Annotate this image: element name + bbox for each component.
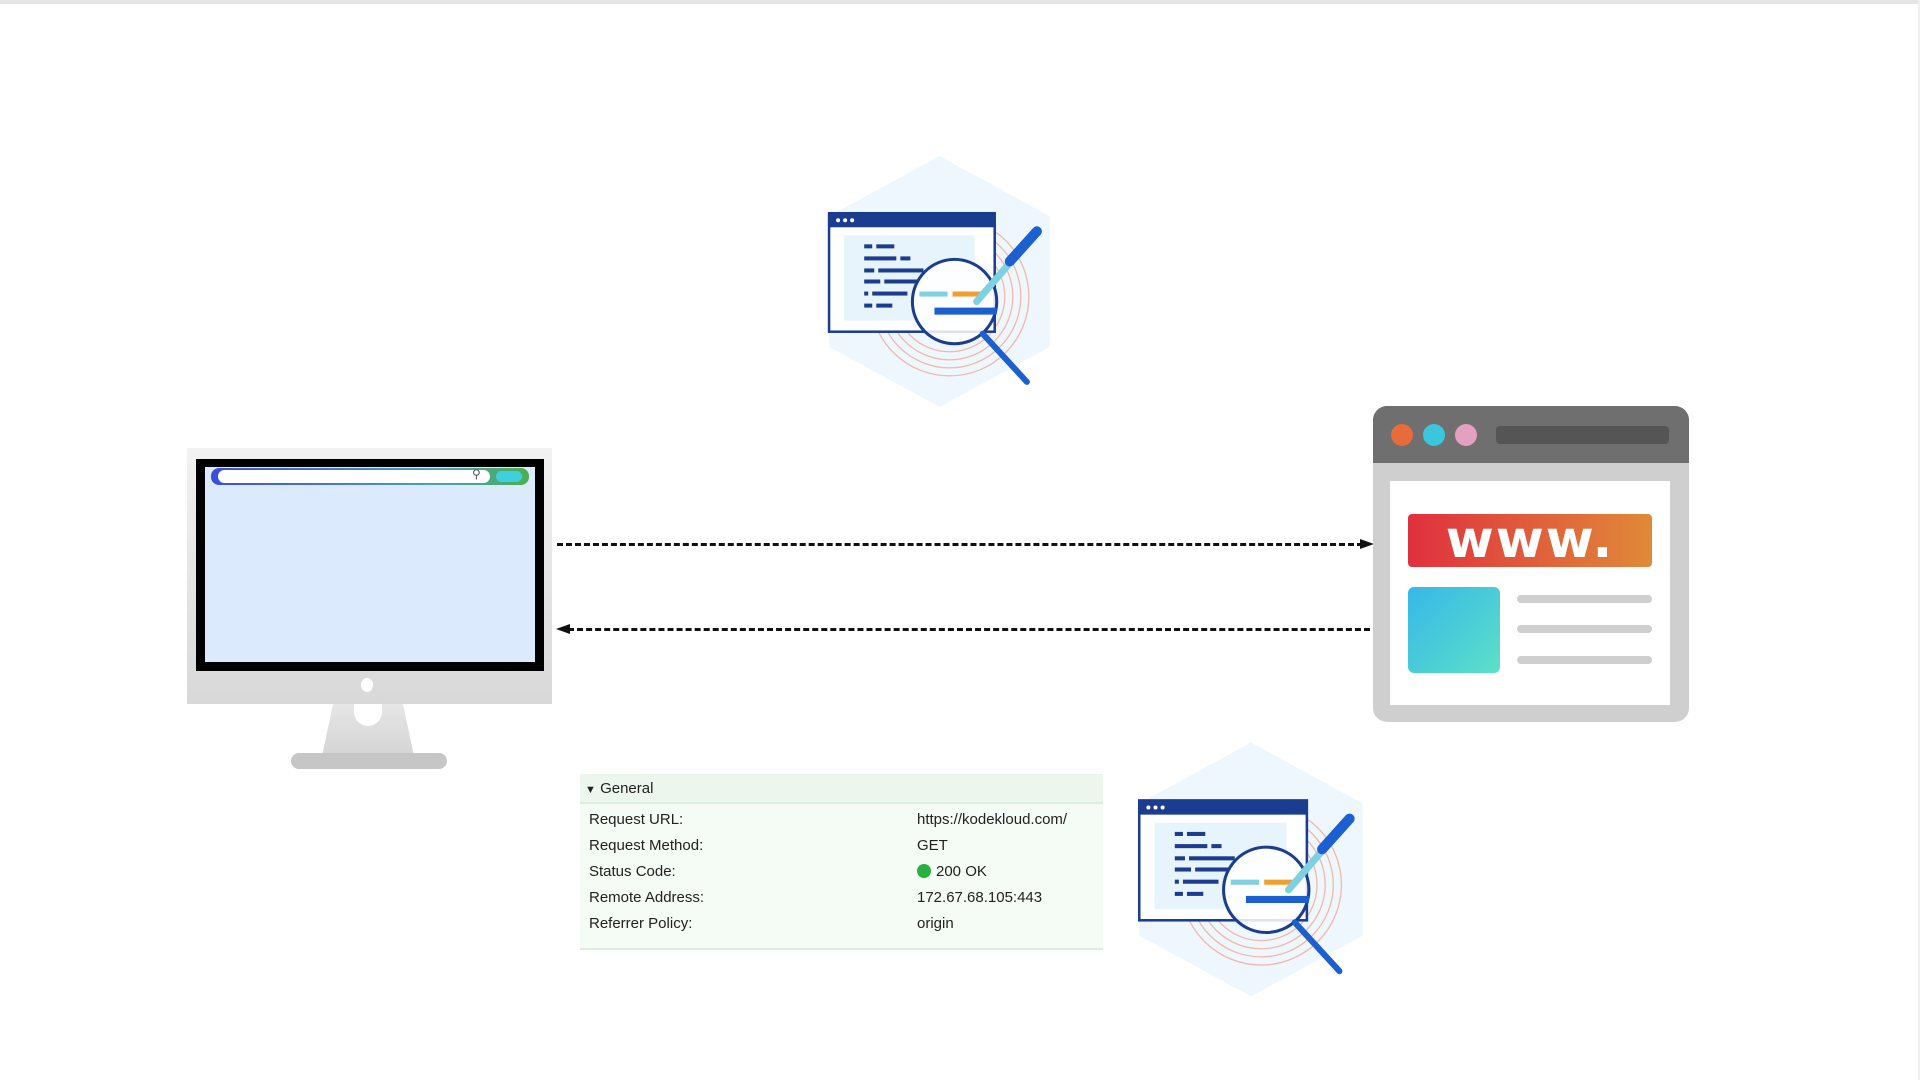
field-label: Request URL: xyxy=(589,811,684,828)
search-go-button xyxy=(496,471,522,482)
content-line xyxy=(1517,656,1652,664)
status-ok-icon xyxy=(917,864,931,878)
window-dot-orange xyxy=(1391,424,1413,446)
referrer-policy-row: Referrer Policy: origin xyxy=(589,915,1099,935)
monitor-screen xyxy=(205,467,535,662)
field-value: 172.67.68.105:443 xyxy=(917,889,1043,906)
response-arrow xyxy=(568,628,1370,631)
request-general-panel: ▼ General Request URL: https://kodekloud… xyxy=(580,774,1103,950)
field-value: 200 OK xyxy=(936,863,987,880)
request-arrow xyxy=(557,543,1363,546)
collapse-triangle-icon: ▼ xyxy=(585,784,596,796)
content-line xyxy=(1517,595,1652,603)
field-value: https://kodekloud.com/ xyxy=(917,811,1068,828)
field-label: Remote Address: xyxy=(589,889,705,906)
inspect-code-illustration-top xyxy=(814,147,1065,416)
request-url-row: Request URL: https://kodekloud.com/ xyxy=(589,811,1099,831)
field-value-wrap: 200 OK xyxy=(917,863,987,880)
www-banner: www. xyxy=(1408,514,1652,567)
general-section-header[interactable]: ▼ General xyxy=(580,774,1103,804)
window-address-bar xyxy=(1496,426,1669,444)
window-dot-cyan xyxy=(1423,424,1445,446)
field-label: Status Code: xyxy=(589,863,676,880)
right-border xyxy=(1918,0,1920,1080)
search-field xyxy=(218,470,490,483)
section-title: General xyxy=(600,780,654,797)
monitor-base xyxy=(291,753,447,769)
request-method-row: Request Method: GET xyxy=(589,837,1099,857)
top-border xyxy=(0,0,1920,4)
remote-address-row: Remote Address: 172.67.68.105:443 xyxy=(589,889,1099,909)
window-dot-pink xyxy=(1455,424,1477,446)
field-value: GET xyxy=(917,837,948,854)
monitor-logo-icon xyxy=(361,678,373,692)
inspect-code-illustration-bottom xyxy=(1124,735,1378,1004)
status-code-row: Status Code: 200 OK xyxy=(589,863,1099,883)
content-line xyxy=(1517,625,1652,633)
stand-hole xyxy=(354,704,382,726)
response-arrowhead-icon xyxy=(556,624,570,634)
window-titlebar xyxy=(1373,406,1689,463)
search-icon: ⚲ xyxy=(472,467,481,481)
field-label: Request Method: xyxy=(589,837,704,854)
request-arrowhead-icon xyxy=(1360,539,1374,549)
content-image-tile xyxy=(1408,587,1500,673)
field-value: origin xyxy=(917,915,954,932)
field-label: Referrer Policy: xyxy=(589,915,693,932)
